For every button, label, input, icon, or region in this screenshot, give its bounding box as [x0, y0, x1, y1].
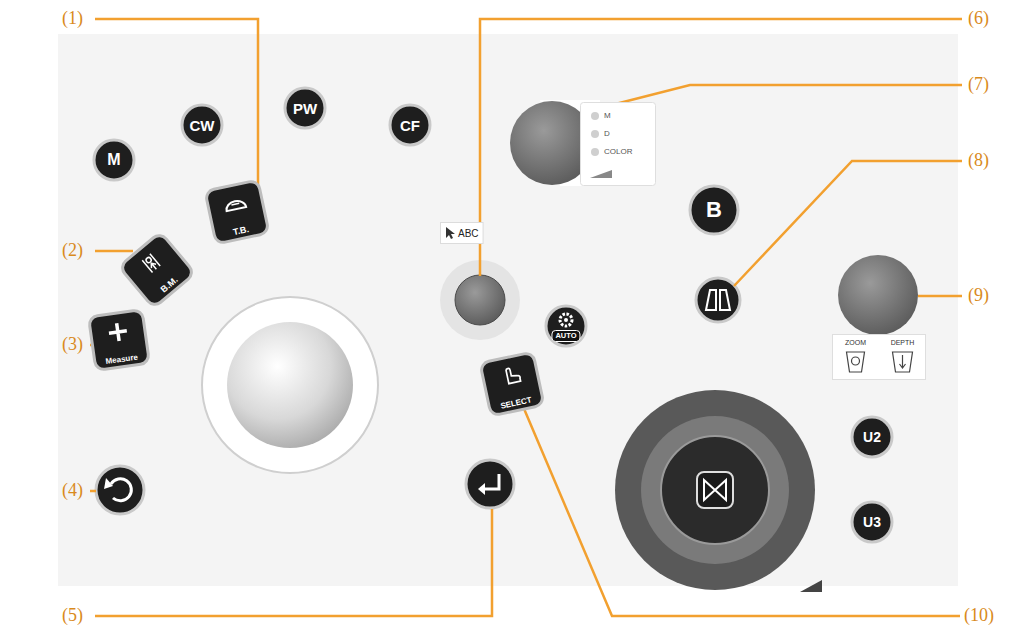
cursor-label: ABC [458, 228, 479, 239]
button-label: M [107, 151, 120, 169]
jog-dial [615, 390, 822, 592]
callout-number: (8) [968, 150, 989, 171]
button-label: U2 [863, 429, 881, 445]
panel-button: CF [388, 103, 432, 147]
leader-lines [90, 19, 962, 616]
callout-number: (1) [62, 8, 83, 29]
button-label: CW [190, 117, 215, 134]
panel-button: U2 [850, 415, 894, 459]
callout-number: (10) [964, 605, 994, 626]
panel-button: MD COLOR [580, 102, 656, 186]
panel-button: T.B. [203, 178, 272, 247]
trackball [227, 322, 353, 448]
enter-button [466, 460, 514, 508]
panel-button: SELECT [478, 350, 547, 419]
callout-number: (2) [62, 240, 83, 261]
callout-number: (3) [62, 334, 83, 355]
panel-button: AUTO [544, 304, 588, 348]
mode-label: COLOR [604, 146, 632, 158]
knob-function-label: DEPTH [879, 338, 926, 347]
callout-number: (9) [968, 285, 989, 306]
knob [455, 275, 505, 325]
panel-ground [58, 34, 958, 586]
button-label: PW [293, 100, 317, 117]
button-label: B [706, 197, 722, 223]
panel-button: ZOOMDEPTH [832, 334, 926, 380]
mode-label: D [604, 128, 610, 140]
panel-button: U3 [850, 500, 894, 544]
dual-button [696, 278, 740, 322]
button-label: CF [400, 117, 420, 134]
panel-button: PW [283, 86, 327, 130]
panel-button: Measure [86, 307, 152, 373]
callout-number: (5) [62, 605, 83, 626]
panel-button: ABC [440, 222, 484, 244]
mode-label: M [604, 110, 611, 122]
panel-button: B.M. [116, 229, 198, 311]
zoom-depth-knob [838, 255, 918, 335]
callout-number: (6) [968, 8, 989, 29]
button-shape [116, 229, 198, 311]
undo-button [96, 466, 144, 514]
callout-number: (7) [968, 74, 989, 95]
panel-button: M [92, 138, 136, 182]
button-label: U3 [863, 514, 881, 530]
panel-button: B [688, 184, 740, 236]
panel-button: CW [180, 103, 224, 147]
button-shape [580, 102, 656, 186]
button-label: AUTO [551, 330, 580, 342]
trackball-ring [202, 297, 378, 473]
callout-number: (4) [62, 480, 83, 501]
knob-function-label: ZOOM [832, 338, 879, 347]
